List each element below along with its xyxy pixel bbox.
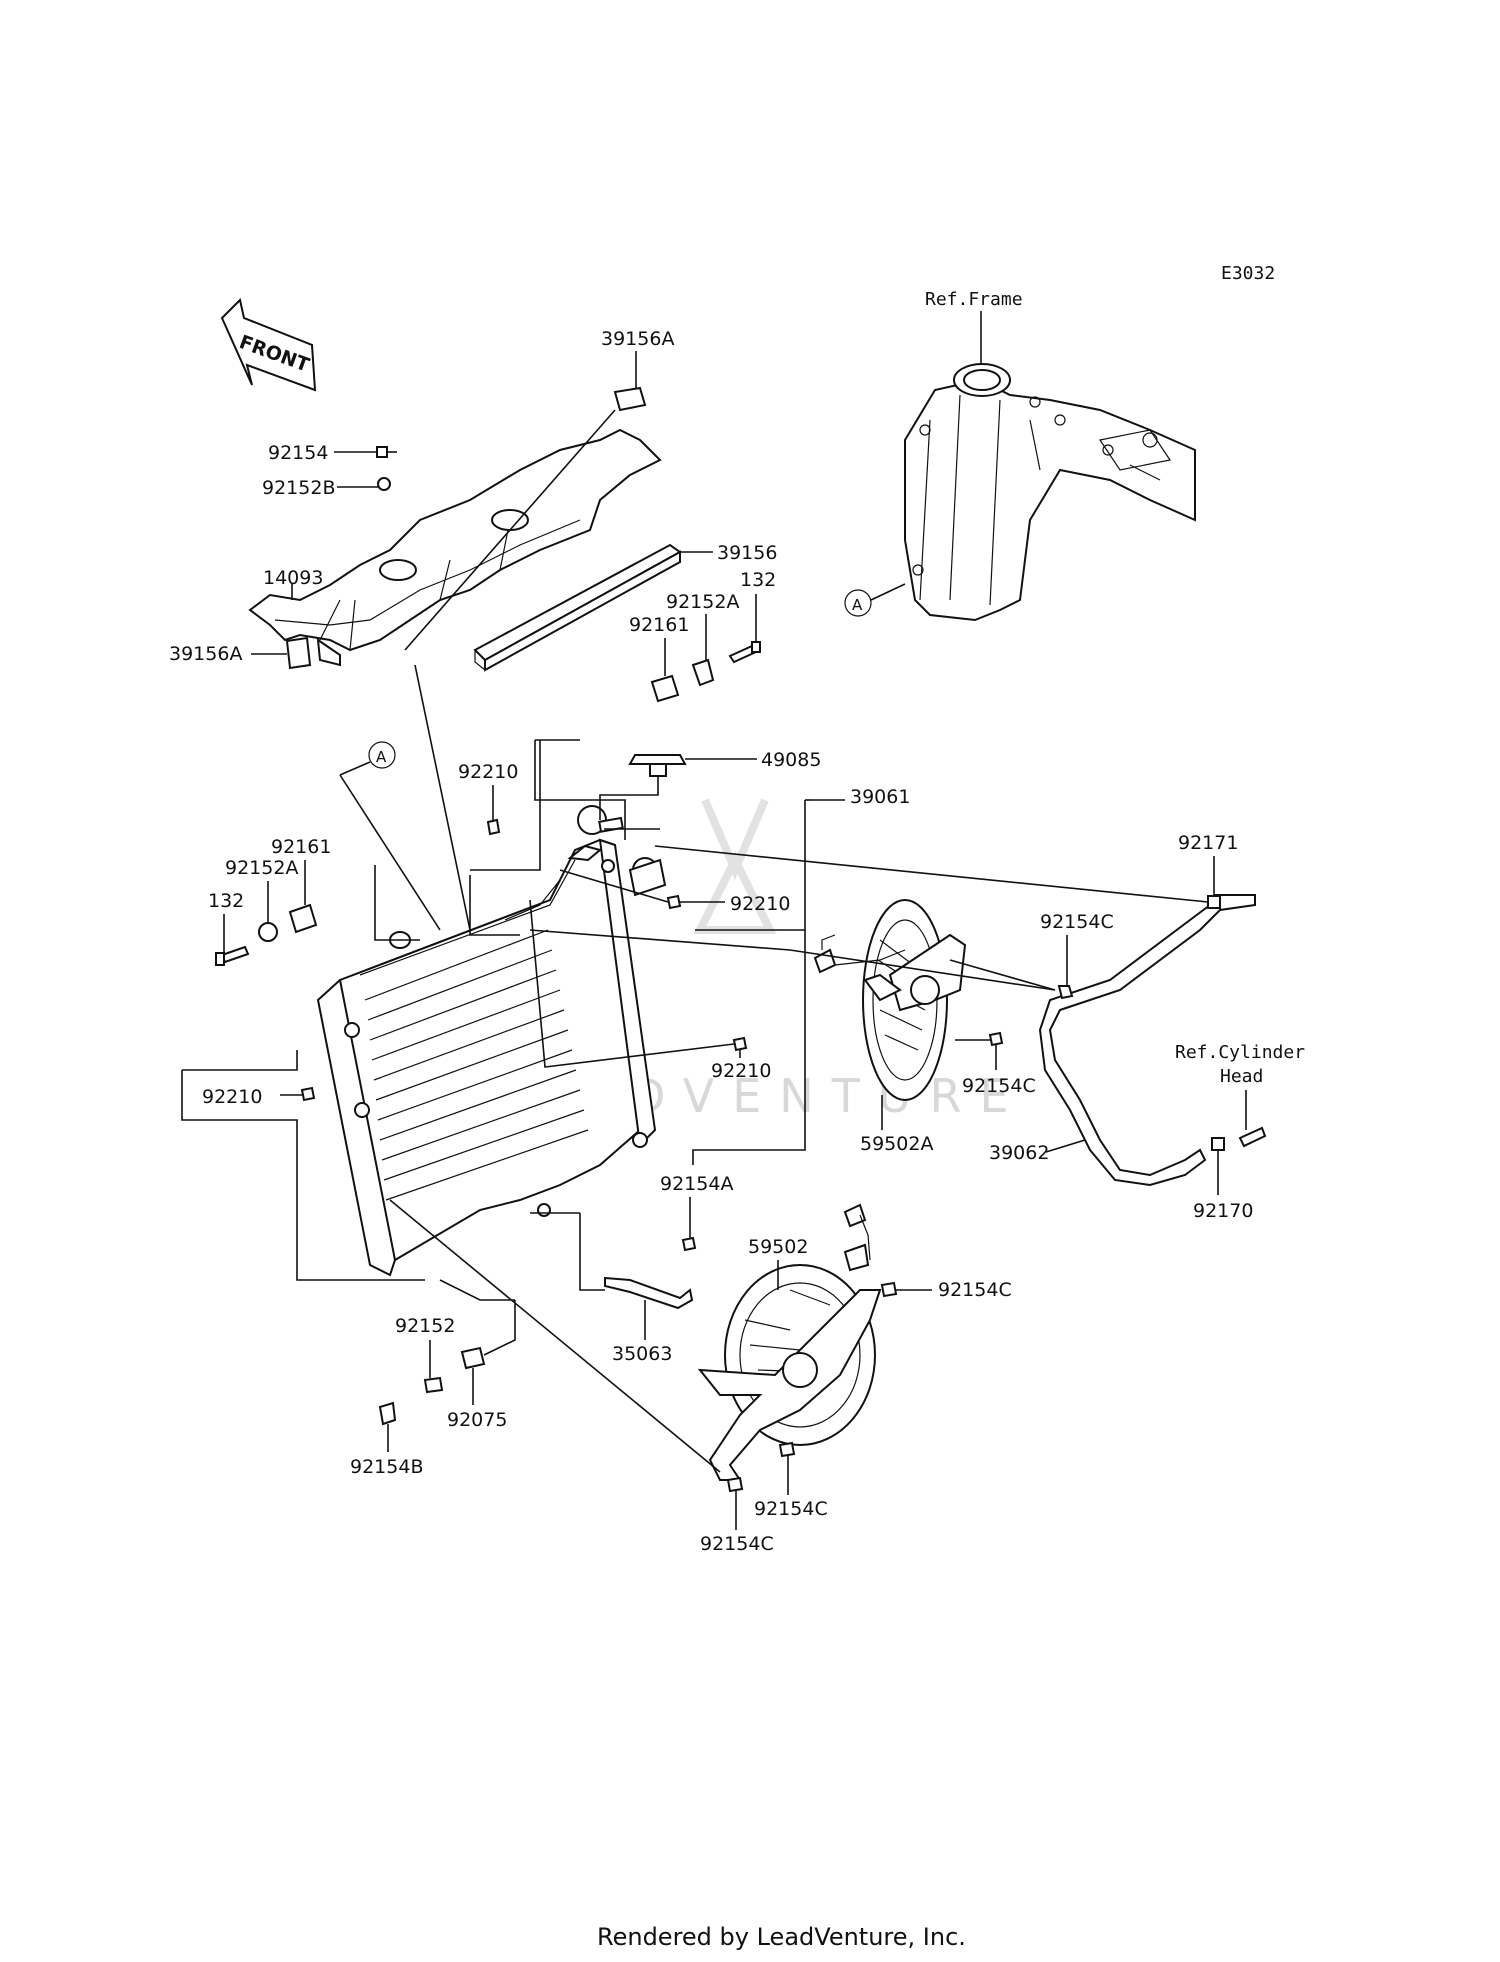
part-label-92152: 92152: [395, 1315, 455, 1337]
bolt-92154-top: [376, 446, 397, 458]
pad-39156A-left: [285, 636, 312, 670]
part-label-92075: 92075: [447, 1409, 507, 1431]
front-arrow-icon: FRONT: [220, 298, 317, 392]
ref-cylinder-label-2: Head: [1220, 1066, 1263, 1087]
nut-92154C-d: [778, 1441, 796, 1458]
grommet-92161-left: [288, 903, 318, 934]
part-label-39156A-top: 39156A: [601, 328, 674, 350]
part-label-92161-left: 92161: [271, 836, 331, 858]
part-label-92154B: 92154B: [350, 1456, 423, 1478]
fan-59502A: [813, 899, 967, 1101]
marker-a-frame-text: A: [852, 596, 863, 614]
frame-reference-drawing: [904, 363, 1196, 622]
part-label-39062: 39062: [989, 1142, 1049, 1164]
part-label-92152A-left: 92152A: [225, 857, 298, 879]
clip-92210-c: [732, 1036, 748, 1052]
part-label-92154C-e: 92154C: [700, 1533, 774, 1555]
marker-a-frame: [844, 589, 872, 617]
grommet-92161-top: [650, 674, 680, 703]
part-label-92210-b: 92210: [730, 893, 790, 915]
grommet-92075: [460, 1346, 486, 1370]
part-label-92210-d: 92210: [202, 1086, 262, 1108]
grommet-92152B: [377, 477, 391, 491]
clamp-92171: [1207, 895, 1221, 909]
part-label-49085: 49085: [761, 749, 821, 771]
part-label-35063: 35063: [612, 1343, 672, 1365]
part-label-92210-a: 92210: [458, 761, 518, 783]
ref-frame-label: Ref.Frame: [925, 289, 1023, 310]
part-label-39156: 39156: [717, 542, 777, 564]
part-label-92154C-c: 92154C: [938, 1279, 1012, 1301]
collar-92152A-left: [258, 922, 278, 942]
pad-39156A-top: [613, 386, 647, 412]
part-label-132-left: 132: [208, 890, 244, 912]
bolt-132-top: [728, 641, 761, 664]
part-label-92161-top: 92161: [629, 614, 689, 636]
part-label-92154A: 92154A: [660, 1173, 733, 1195]
bracket-35063: [604, 1276, 694, 1310]
marker-a-radiator-text: A: [376, 748, 387, 766]
air-duct-14093: [248, 428, 662, 667]
part-label-59502A: 59502A: [860, 1133, 933, 1155]
radiator-39061: [316, 805, 667, 1277]
nut-92154C-e: [726, 1476, 744, 1493]
clip-92210-a: [486, 818, 501, 836]
part-label-92152B: 92152B: [262, 477, 335, 499]
hose-39062: [1038, 894, 1256, 1187]
part-label-39061: 39061: [850, 786, 910, 808]
nut-92154C-c: [880, 1281, 898, 1298]
part-label-92154C-a: 92154C: [1040, 911, 1114, 933]
bolt-92154B: [378, 1401, 397, 1426]
part-label-92170: 92170: [1193, 1200, 1253, 1222]
part-label-92152A-top: 92152A: [666, 591, 739, 613]
part-label-39156A-left: 39156A: [169, 643, 242, 665]
part-label-92210-c: 92210: [711, 1060, 771, 1082]
nut-92154C-b: [988, 1031, 1004, 1047]
bolt-132-left: [215, 945, 250, 966]
collar-92152: [423, 1376, 444, 1394]
strip-39156: [473, 543, 682, 672]
part-label-92154C-d: 92154C: [754, 1498, 828, 1520]
part-label-92154-top: 92154: [268, 442, 328, 464]
marker-a-radiator: [368, 741, 396, 769]
part-label-59502: 59502: [748, 1236, 808, 1258]
bolt-92154A: [681, 1236, 697, 1252]
diagram-code: E3032: [1221, 263, 1275, 284]
part-label-92154C-b: 92154C: [962, 1075, 1036, 1097]
clip-92210-b: [666, 894, 682, 910]
collar-92152A-top: [691, 658, 715, 687]
nut-92154C-a: [1057, 985, 1074, 1000]
ref-cylinder-label-1: Ref.Cylinder: [1175, 1042, 1305, 1063]
part-label-132-top: 132: [740, 569, 776, 591]
fan-59502: [697, 1203, 882, 1481]
part-label-14093: 14093: [263, 567, 323, 589]
part-label-92171: 92171: [1178, 832, 1238, 854]
fitting-92170: [1211, 1126, 1267, 1151]
radiator-cap-49085: [628, 754, 687, 777]
clip-92210-d: [300, 1086, 316, 1102]
footer-credit: Rendered by LeadVenture, Inc.: [597, 1923, 966, 1951]
